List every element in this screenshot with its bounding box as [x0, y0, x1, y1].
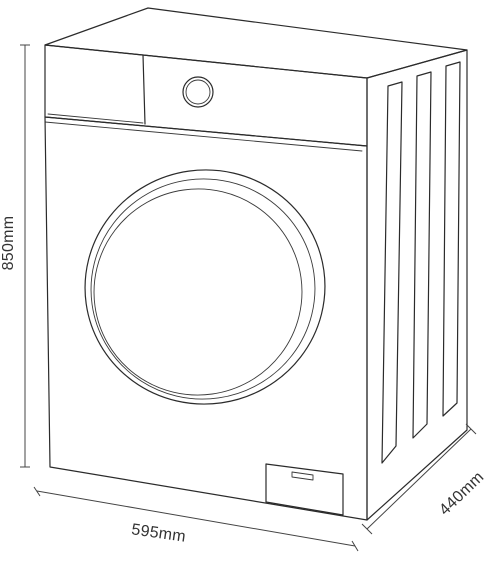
filter-hatch	[265, 463, 344, 516]
control-panel	[44, 44, 368, 147]
door-glass	[93, 188, 303, 396]
height-dimension: 850mm	[0, 44, 30, 468]
front-panel	[44, 116, 368, 521]
detergent-drawer	[142, 54, 146, 125]
program-knob	[182, 76, 214, 108]
side-vents	[381, 61, 461, 464]
depth-dimension: 440mm	[361, 423, 488, 535]
height-label: 850mm	[0, 216, 17, 271]
width-dimension: 595mm	[33, 486, 359, 552]
depth-label: 440mm	[436, 469, 487, 519]
machine-body	[44, 7, 468, 521]
door-rim	[84, 169, 326, 405]
side-panel	[366, 49, 468, 521]
door	[84, 169, 326, 405]
width-label: 595mm	[130, 521, 187, 545]
